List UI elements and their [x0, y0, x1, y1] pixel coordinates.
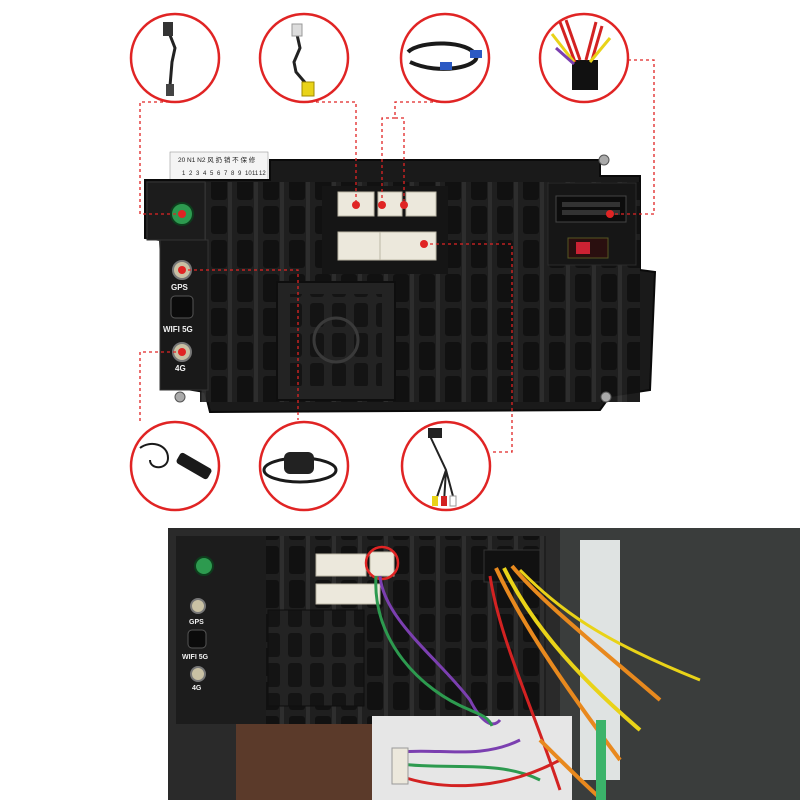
rca-av-cable-photo — [400, 420, 492, 512]
sticker-cell: 3 — [196, 171, 200, 177]
leader-lines — [139, 59, 655, 453]
sticker-cell: 4 — [203, 171, 207, 177]
4g-label-photo: 4G — [192, 685, 202, 692]
sticker-cell: 11 — [252, 171, 259, 177]
sticker-cell: 7 — [224, 171, 228, 177]
gps-antenna-photo — [258, 420, 350, 512]
4g-label: 4G — [175, 364, 186, 373]
aux-3.5mm-cable-photo — [129, 12, 221, 104]
accessory-callouts-top — [129, 12, 630, 104]
power-harness-photo — [538, 12, 630, 104]
sticker-cell: 5 — [210, 171, 214, 177]
highlight-circle — [364, 545, 400, 581]
connection-dots — [178, 201, 614, 356]
sticker-cell: 10 — [245, 171, 252, 177]
4g-antenna-photo — [129, 420, 221, 512]
gps-label: GPS — [171, 283, 189, 292]
gps-label-photo: GPS — [189, 619, 204, 626]
sticker-cell: 6 — [217, 171, 221, 177]
accessory-callouts-bottom — [129, 420, 492, 512]
rca-camera-cable-photo — [258, 12, 350, 104]
fuse — [576, 242, 590, 254]
sticker-cell: 2 — [189, 171, 193, 177]
connector-c — [405, 191, 437, 217]
usb-cable-photo — [399, 12, 491, 104]
sticker-cell: 12 — [259, 171, 266, 177]
sticker-cell: 1 — [182, 171, 186, 177]
wifi-port — [170, 295, 194, 319]
sticker-cell: 8 — [231, 171, 235, 177]
wired-unit-photo: GPS WIFI 5G 4G — [168, 528, 800, 800]
wifi-label-photo: WIFI 5G — [182, 654, 209, 661]
harness-socket-pins — [562, 202, 620, 215]
wifi-label: WIFI 5G — [163, 325, 193, 334]
sticker-text-row1: 20 N1 N2 风 扔 销 不 保 修 — [178, 155, 256, 164]
green-antenna-jack-photo — [194, 556, 214, 576]
sticker-cell: 9 — [238, 171, 242, 177]
connector-d — [337, 231, 437, 261]
